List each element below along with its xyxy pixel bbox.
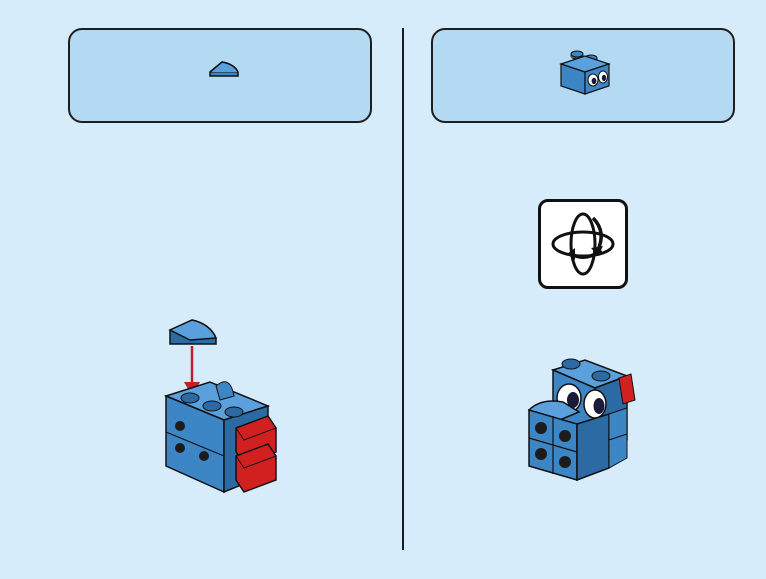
rotate-model-icon [538,199,628,289]
model-body-rotated [529,359,635,480]
model-body [166,382,276,492]
parts-callout-right [431,28,735,123]
step-model-right [515,350,645,490]
step-model-left [150,316,280,496]
quarter-round-tile-icon [170,320,216,344]
panel-divider [402,28,404,550]
quarter-round-tile-icon [204,56,244,84]
parts-callout-left [68,28,372,123]
eye-brick-icon [555,50,615,96]
